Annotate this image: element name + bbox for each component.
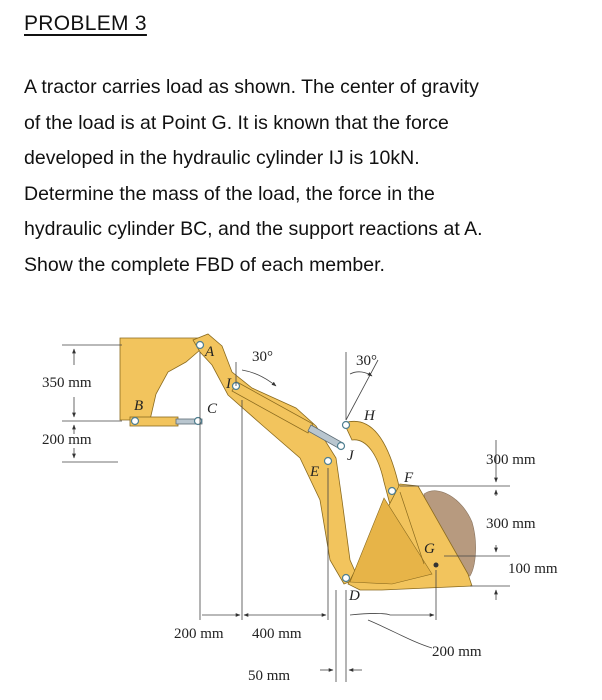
pin-a (195, 340, 205, 350)
label-d: D (348, 588, 360, 604)
label-e: E (309, 464, 319, 480)
hydraulic-cylinder-bc (129, 416, 203, 427)
statement-line: Show the complete FBD of each member. (24, 253, 385, 276)
label-g: G (424, 541, 435, 557)
dim-300-top: 300 mm (486, 452, 536, 468)
label-h: H (363, 408, 376, 424)
dim-50: 50 mm (248, 668, 290, 684)
label-f: F (403, 470, 414, 486)
dim-350: 350 mm (42, 375, 92, 391)
dim-400: 400 mm (252, 626, 302, 642)
angle-label-h: 30° (356, 353, 377, 369)
dim-200-bottom: 200 mm (432, 644, 482, 660)
statement-line: developed in the hydraulic cylinder IJ i… (24, 147, 420, 169)
pin-f (387, 486, 397, 496)
pin-e (323, 456, 333, 466)
tractor-loader-diagram: 350 mm 200 mm 300 mm 300 mm 100 mm 200 m… (42, 333, 558, 684)
label-a: A (204, 344, 215, 360)
label-b: B (134, 398, 143, 414)
problem-title: PROBLEM 3 (24, 12, 147, 35)
problem-statement: A tractor carries load as shown. The cen… (24, 70, 594, 283)
dim-200-left: 200 mm (42, 432, 92, 448)
load-center-g (433, 562, 439, 568)
dim-300-mid: 300 mm (486, 516, 536, 532)
tractor-body (119, 337, 201, 421)
boom-arm (192, 333, 359, 585)
statement-line: hydraulic cylinder BC, and the support r… (24, 218, 483, 240)
label-c: C (207, 401, 218, 417)
dim-100: 100 mm (508, 561, 558, 577)
pin-b (130, 416, 140, 426)
pin-h (341, 420, 351, 430)
statement-line: of the load is at Point G. It is known t… (24, 111, 449, 134)
pin-c (193, 416, 203, 426)
dim-200-base: 200 mm (174, 626, 224, 642)
statement-line: Determine the mass of the load, the forc… (24, 182, 435, 205)
pin-j (336, 441, 346, 451)
angle-label-ij: 30° (252, 349, 273, 365)
pin-d (341, 573, 351, 583)
label-i: I (225, 376, 232, 392)
label-j: J (347, 448, 355, 464)
statement-line: A tractor carries load as shown. The cen… (24, 76, 479, 98)
